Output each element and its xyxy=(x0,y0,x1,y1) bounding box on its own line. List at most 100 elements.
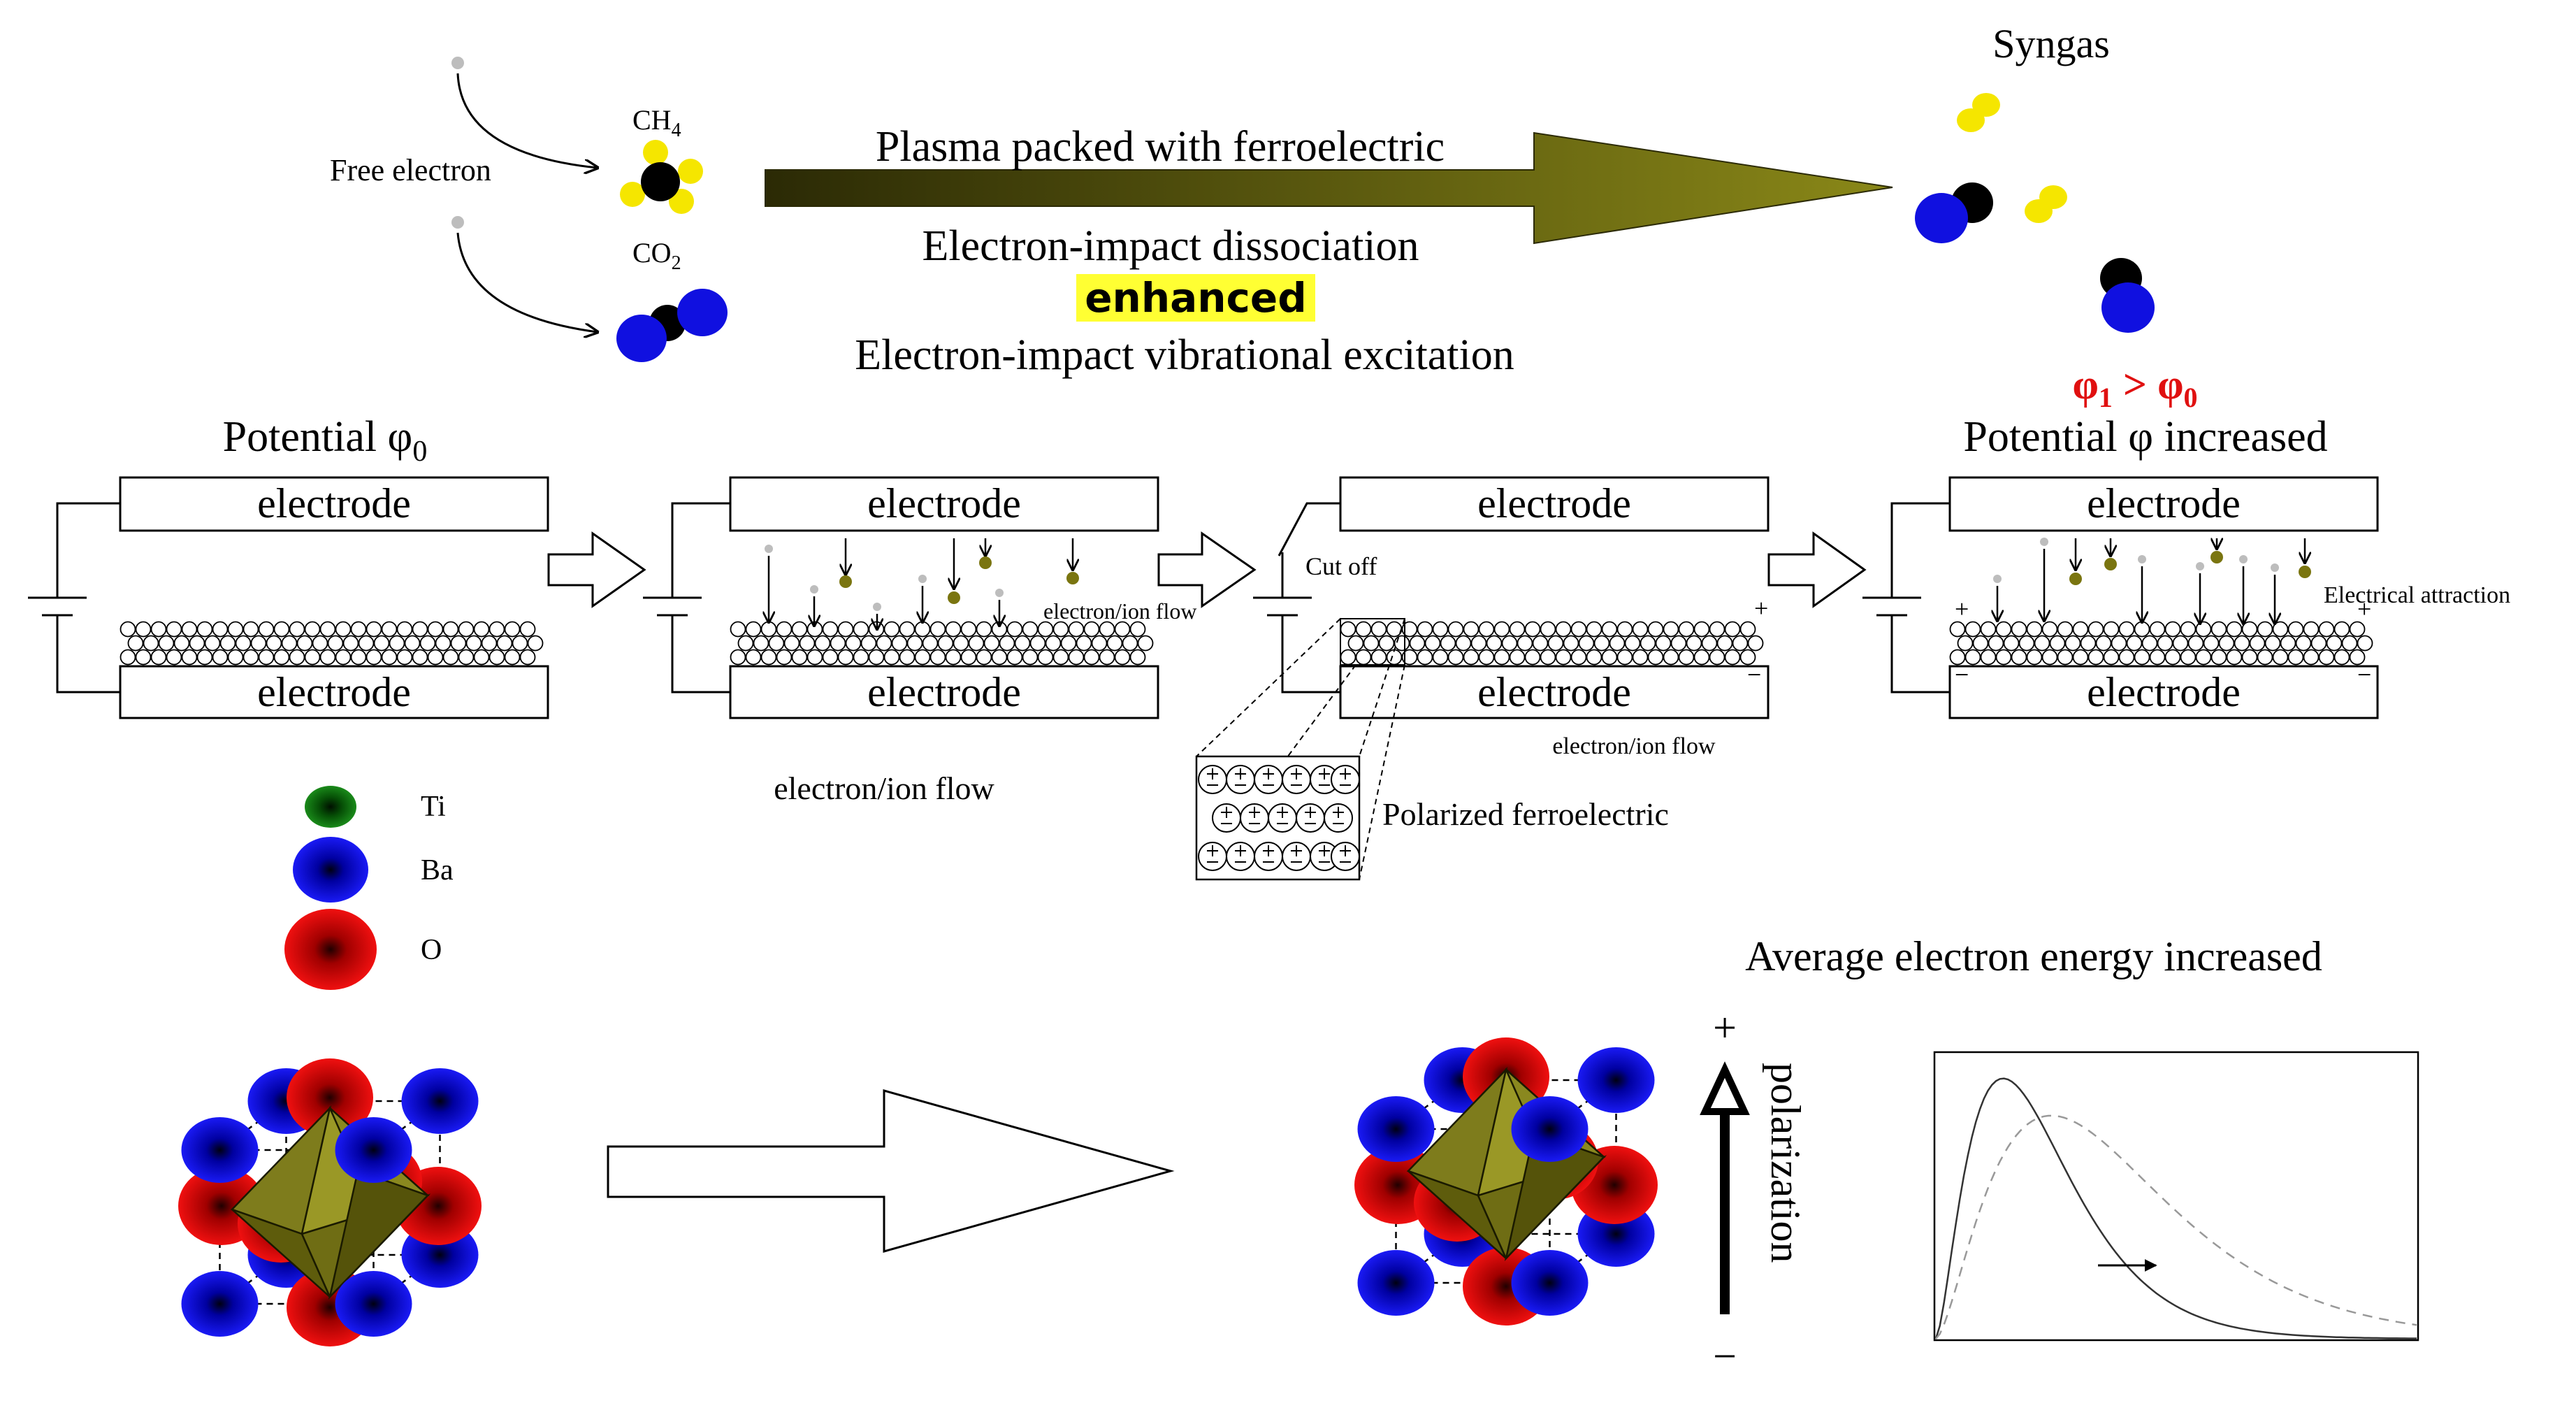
energy-curve-after xyxy=(1935,1114,2417,1339)
legend-ba-sphere xyxy=(293,837,368,903)
ferroelectric-bead xyxy=(358,635,375,652)
ferroelectric-bead xyxy=(2103,621,2120,638)
vibrational-text: Electron-impact vibrational excitation xyxy=(855,331,1514,379)
ferroelectric-bead xyxy=(204,635,221,652)
ferroelectric-bead xyxy=(976,649,992,666)
panel-2-circuit xyxy=(671,502,730,694)
ferroelectric-bead xyxy=(1014,635,1031,652)
polarized-dipole xyxy=(1198,842,1227,871)
ferroelectric-bead xyxy=(227,621,244,638)
ferroelectric-bead xyxy=(2264,635,2281,652)
polarized-grid xyxy=(1198,765,1360,871)
panel-1-title: Potential φ0 xyxy=(223,413,428,468)
panel-4: Potential φ increased electrode electrod… xyxy=(1862,413,2510,719)
ferroelectric-bead xyxy=(227,649,244,666)
ferroelectric-bead xyxy=(373,635,390,652)
panel-3-ferroelectric-beads xyxy=(1340,621,1764,666)
panel-3-plus-sign: + xyxy=(1754,594,1768,622)
ferroelectric-bead xyxy=(1478,649,1495,666)
ferroelectric-bead xyxy=(396,649,413,666)
ferroelectric-bead xyxy=(1486,635,1503,652)
ferroelectric-bead xyxy=(1340,621,1356,638)
ferroelectric-bead xyxy=(135,621,152,638)
ferroelectric-bead xyxy=(389,635,405,652)
energy-distribution-plot xyxy=(1933,1051,2419,1342)
ferroelectric-bead xyxy=(1747,635,1764,652)
ferroelectric-bead xyxy=(1470,635,1487,652)
ferroelectric-bead xyxy=(2095,635,2112,652)
ferroelectric-bead xyxy=(212,649,229,666)
ferroelectric-bead xyxy=(1540,621,1556,638)
ferroelectric-bead xyxy=(1655,635,1672,652)
ferroelectric-bead xyxy=(1647,649,1664,666)
ferroelectric-bead xyxy=(2210,621,2227,638)
ferroelectric-bead xyxy=(1006,621,1023,638)
polarization-indicator: + − polarization xyxy=(1700,1005,1809,1379)
ferroelectric-bead xyxy=(1995,649,2012,666)
ferroelectric-bead xyxy=(2103,649,2120,666)
ferroelectric-bead xyxy=(2011,621,2027,638)
ferroelectric-bead xyxy=(296,635,313,652)
ferroelectric-bead xyxy=(1995,621,2012,638)
ferroelectric-bead xyxy=(2041,649,2058,666)
ferroelectric-bead xyxy=(2164,621,2181,638)
panel-1-bottom-electrode xyxy=(119,665,549,719)
cut-off-label: Cut off xyxy=(1305,552,1377,580)
ba-atom xyxy=(1511,1096,1589,1162)
ferroelectric-bead xyxy=(489,621,505,638)
ferroelectric-bead xyxy=(1964,621,1981,638)
ferroelectric-bead xyxy=(2341,635,2358,652)
legend-o-label: O xyxy=(421,934,442,966)
ferroelectric-bead xyxy=(814,635,831,652)
polarized-dipole xyxy=(1331,842,1360,871)
ferroelectric-bead xyxy=(2172,635,2189,652)
panel-3-top-electrode-label: electrode xyxy=(1477,480,1631,526)
ferroelectric-bead xyxy=(1616,621,1633,638)
ferroelectric-bead xyxy=(512,635,528,652)
panel-4-title: Potential φ increased xyxy=(1963,413,2327,461)
ferroelectric-bead xyxy=(837,649,854,666)
ferroelectric-bead xyxy=(1724,621,1741,638)
ferroelectric-bead xyxy=(150,649,167,666)
ferroelectric-bead xyxy=(281,635,298,652)
ferroelectric-bead xyxy=(837,621,854,638)
ferroelectric-bead xyxy=(2026,649,2043,666)
arrow-crystal-transform xyxy=(607,1089,1175,1253)
ferroelectric-bead xyxy=(1447,649,1464,666)
ferroelectric-bead xyxy=(289,649,305,666)
ferroelectric-bead xyxy=(396,621,413,638)
ferroelectric-bead xyxy=(1340,649,1356,666)
ferroelectric-bead xyxy=(2187,635,2204,652)
ferroelectric-bead xyxy=(173,635,190,652)
ferroelectric-bead xyxy=(760,649,777,666)
zoom-lines xyxy=(1196,618,1405,880)
polarized-dipole xyxy=(1240,803,1269,833)
panel-1-top-electrode-label: electrode xyxy=(257,480,411,526)
arrow-panel-2-to-3 xyxy=(1157,531,1257,608)
ferroelectric-bead xyxy=(806,649,823,666)
ferroelectric-bead xyxy=(404,635,421,652)
panel-2-flow-label: electron/ion flow xyxy=(774,770,994,806)
ferroelectric-bead xyxy=(960,649,977,666)
ferroelectric-bead xyxy=(1980,649,1997,666)
ferroelectric-bead xyxy=(929,649,946,666)
ferroelectric-bead xyxy=(914,649,931,666)
ferroelectric-bead xyxy=(1693,621,1710,638)
ferroelectric-bead xyxy=(1417,649,1433,666)
panel-2: electrode electrode electron/io xyxy=(643,476,1196,806)
ferroelectric-bead xyxy=(945,649,962,666)
ferroelectric-bead xyxy=(853,649,869,666)
ferroelectric-bead xyxy=(1068,649,1085,666)
ferroelectric-bead xyxy=(1355,621,1372,638)
ferroelectric-bead xyxy=(127,635,144,652)
polarized-dipole xyxy=(1226,842,1255,871)
ferroelectric-bead xyxy=(266,635,282,652)
ferroelectric-bead xyxy=(737,635,754,652)
ferroelectric-bead xyxy=(1724,649,1741,666)
panel-4-plus-right: + xyxy=(2357,595,2371,623)
polarized-dipole xyxy=(1282,765,1311,794)
ferroelectric-bead xyxy=(273,621,290,638)
ferroelectric-bead xyxy=(768,635,785,652)
legend: Ti Ba O xyxy=(284,786,454,990)
ferroelectric-bead xyxy=(1593,635,1610,652)
